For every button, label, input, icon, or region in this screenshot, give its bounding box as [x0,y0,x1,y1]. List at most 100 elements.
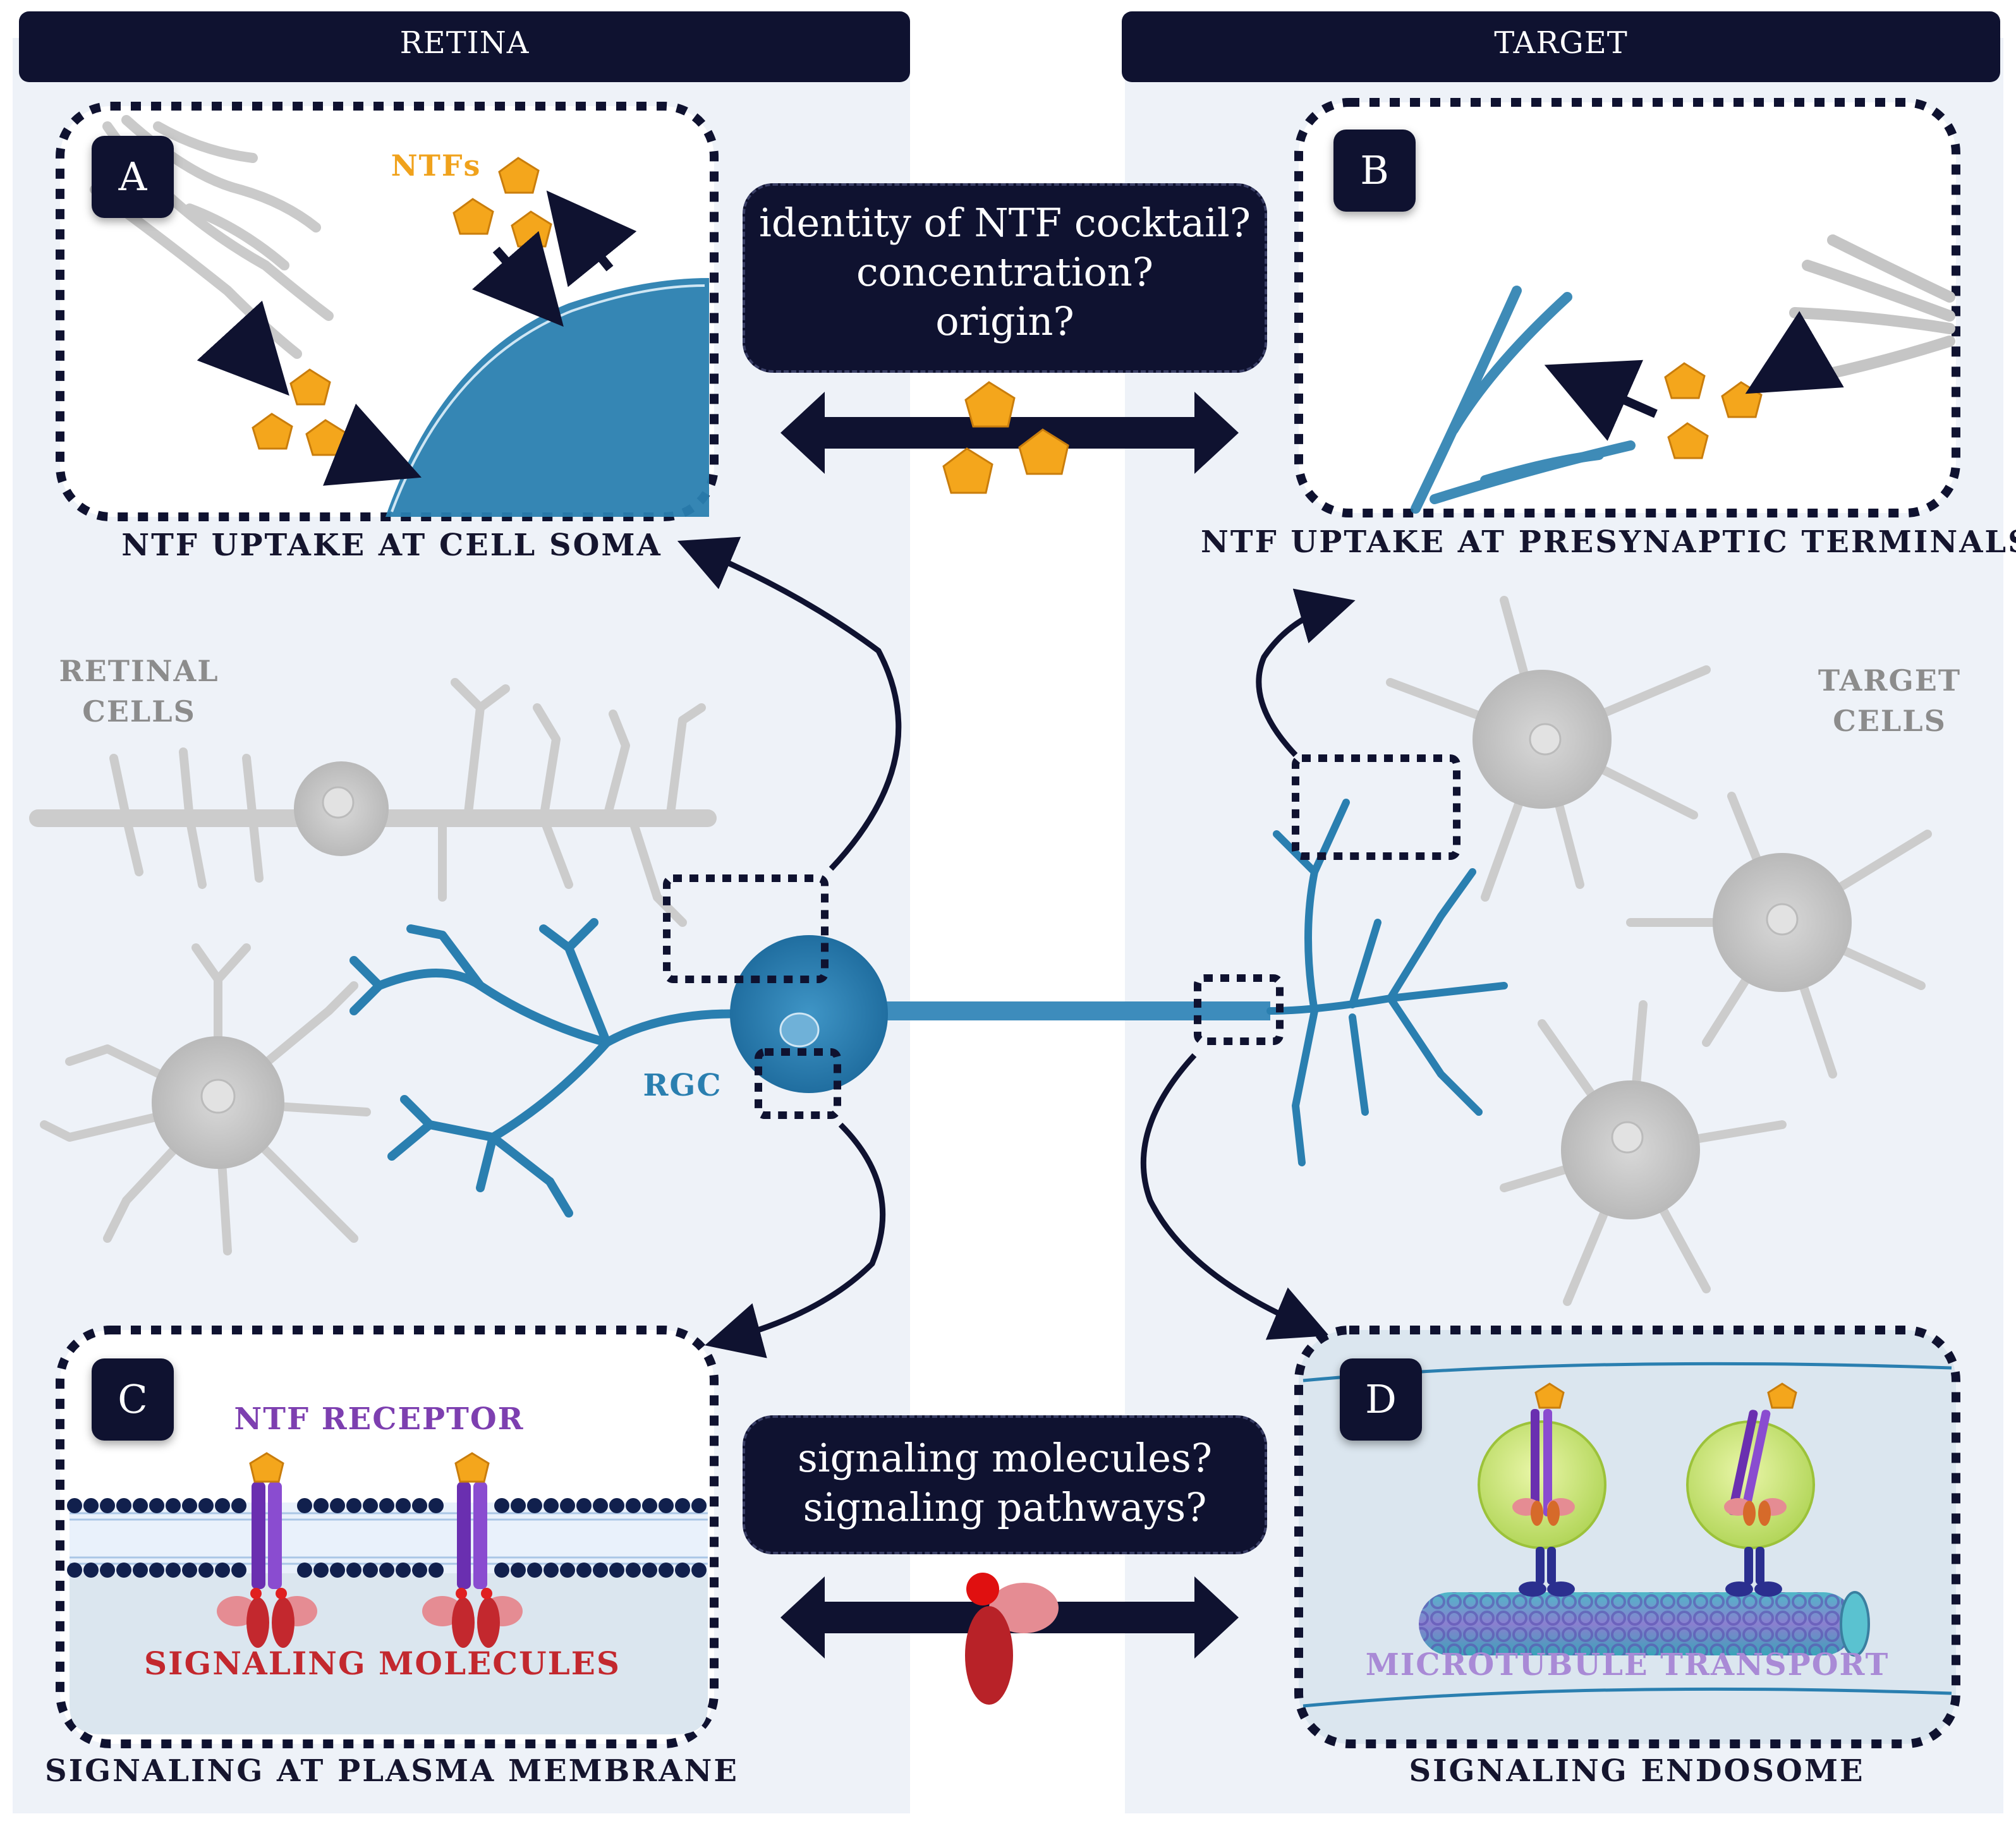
lipid-head [149,1498,164,1513]
lipid-head [543,1498,559,1513]
ntfs-label: NTFs [391,148,482,183]
lipid-head [83,1563,99,1578]
question-top-1: identity of NTF cocktail? [759,200,1251,246]
target-cells-line-2: CELLS [1833,704,1946,738]
lipid-head [642,1498,657,1513]
target-header-bar [1122,11,2000,82]
retinal-cells-line-1: RETINAL [59,654,219,688]
lipid-head [313,1498,329,1513]
ntf-receptor-label: NTF RECEPTOR [234,1401,525,1437]
lipid-head [133,1498,148,1513]
lipid-head [691,1498,707,1513]
lipid-head [166,1498,181,1513]
lipid-head [133,1563,148,1578]
zoom-boxes [663,754,1460,1119]
lipid-head [511,1563,526,1578]
panel-c-caption: SIGNALING AT PLASMA MEMBRANE [45,1753,739,1789]
target-header: TARGET [1494,25,1628,61]
panel-c [56,1326,719,1748]
lipid-head [527,1498,542,1513]
lipid-head [675,1563,690,1578]
panel-b [1294,98,1960,517]
microtubule-transport-label: MICROTUBULE TRANSPORT [1365,1647,1890,1683]
retinal-cells-label: RETINAL CELLS [38,651,240,732]
lipid-head [67,1498,82,1513]
lipid-head [576,1498,592,1513]
question-bottom-2: signaling pathways? [803,1484,1207,1530]
lipid-head [363,1498,378,1513]
lipid-head [116,1498,131,1513]
lipid-head [379,1498,394,1513]
retina-header: RETINA [399,25,530,61]
target-cells-label: TARGET CELLS [1782,660,1997,741]
lipid-head [67,1563,82,1578]
panel-b-caption: NTF UPTAKE AT PRESYNAPTIC TERMINALS [1201,524,2016,560]
retinal-cell-gray-top [29,678,717,927]
lipid-head [609,1498,624,1513]
panel-b-letter: B [1333,130,1416,212]
lipid-head [83,1498,99,1513]
lipid-head [626,1563,641,1578]
lipid-head [100,1498,115,1513]
lipid-head [428,1563,444,1578]
question-box-top: identity of NTF cocktail? concentration?… [743,183,1267,373]
lipid-head [659,1498,674,1513]
lipid-head [576,1563,592,1578]
panel-c-letter: C [92,1358,174,1441]
lipid-head [297,1498,312,1513]
lipid-head [412,1498,427,1513]
lipid-head [691,1563,707,1578]
lipid-head [560,1498,575,1513]
top-double-arrow [780,381,1239,494]
target-cell-gray [1386,596,1932,1306]
lipid-head [494,1563,509,1578]
lipid-head [379,1563,394,1578]
question-bottom-1: signaling molecules? [797,1435,1213,1481]
lipid-head [428,1498,444,1513]
lipid-head [231,1498,246,1513]
panel-d [1294,1326,1960,1748]
lipid-head [543,1563,559,1578]
lipid-head [560,1563,575,1578]
lipid-head [396,1498,411,1513]
lipid-head [166,1563,181,1578]
lipid-head [330,1563,345,1578]
lipid-head [494,1498,509,1513]
lipid-head [626,1498,641,1513]
lipid-head [215,1498,230,1513]
lipid-head [198,1563,214,1578]
lipid-head [396,1563,411,1578]
lipid-head [346,1498,361,1513]
lipid-head [593,1498,608,1513]
lipid-head [346,1563,361,1578]
retinal-cells-line-2: CELLS [82,694,196,729]
lipid-head [215,1563,230,1578]
lipid-head [659,1563,674,1578]
question-top-2: concentration? [856,249,1154,295]
rgc-label: RGC [643,1068,722,1103]
lipid-head [330,1498,345,1513]
target-cells-line-1: TARGET [1818,663,1962,698]
bottom-double-arrow [780,1573,1239,1705]
panel-d-letter: D [1340,1358,1422,1441]
question-box-bottom: signaling molecules? signaling pathways? [743,1415,1267,1554]
lipid-head [412,1563,427,1578]
lipid-head [363,1563,378,1578]
lipid-head [593,1563,608,1578]
lipid-head [675,1498,690,1513]
lipid-head [100,1563,115,1578]
lipid-head [231,1563,246,1578]
question-top-3: origin? [935,298,1074,344]
lipid-head [642,1563,657,1578]
lipid-head [313,1563,329,1578]
lipid-head [527,1563,542,1578]
panel-a-letter: A [92,136,174,218]
lipid-head [297,1563,312,1578]
lipid-head [116,1563,131,1578]
lipid-head [511,1498,526,1513]
retina-header-bar [19,11,910,82]
signaling-molecules-label: SIGNALING MOLECULES [144,1645,621,1682]
retinal-cell-gray-bottom [40,943,371,1255]
